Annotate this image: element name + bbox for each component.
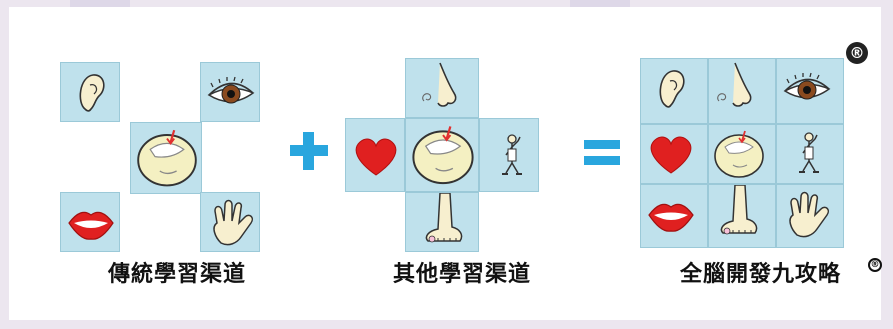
stick-figure-icon — [480, 127, 540, 187]
tile-brain — [708, 124, 776, 184]
tile-nose — [405, 58, 479, 118]
foot-icon — [414, 193, 474, 253]
nose-icon — [709, 59, 769, 119]
mouth-icon — [61, 193, 121, 253]
foot-icon — [709, 185, 769, 245]
tile-heart — [345, 118, 405, 192]
heart-icon — [346, 127, 406, 187]
hand-icon — [201, 193, 261, 253]
tile-hand — [200, 192, 260, 252]
tile-stick-figure — [479, 118, 539, 192]
tile-eye — [200, 62, 260, 122]
tile-mouth — [60, 192, 120, 252]
tile-foot — [708, 184, 776, 248]
brain-icon — [709, 125, 769, 185]
caption-other: 其他學習渠道 — [393, 262, 532, 287]
brain-icon — [131, 123, 203, 195]
registered-mark-small: ® — [868, 258, 882, 272]
tile-mouth — [640, 184, 708, 248]
plus-icon — [290, 132, 328, 170]
brain-icon — [406, 119, 480, 193]
tile-ear — [640, 58, 708, 124]
registered-mark: ® — [846, 42, 868, 64]
tile-brain — [405, 118, 479, 192]
eye-icon — [201, 63, 261, 123]
tile-nose — [708, 58, 776, 124]
eye-icon — [777, 59, 837, 119]
ear-icon — [641, 59, 701, 119]
tile-heart — [640, 124, 708, 184]
caption-traditional: 傳統學習渠道 — [108, 262, 247, 287]
tile-stick-figure — [776, 124, 844, 184]
stick-figure-icon — [777, 125, 837, 185]
ear-icon — [61, 63, 121, 123]
tile-eye — [776, 58, 844, 124]
caption-result: 全腦開發九攻略 — [680, 262, 842, 287]
nose-icon — [414, 59, 474, 119]
hand-icon — [777, 185, 837, 245]
tile-hand — [776, 184, 844, 248]
tile-ear — [60, 62, 120, 122]
heart-icon — [641, 125, 701, 185]
equals-icon — [584, 140, 620, 165]
tile-foot — [405, 192, 479, 252]
tile-brain — [130, 122, 202, 194]
mouth-icon — [641, 185, 701, 245]
